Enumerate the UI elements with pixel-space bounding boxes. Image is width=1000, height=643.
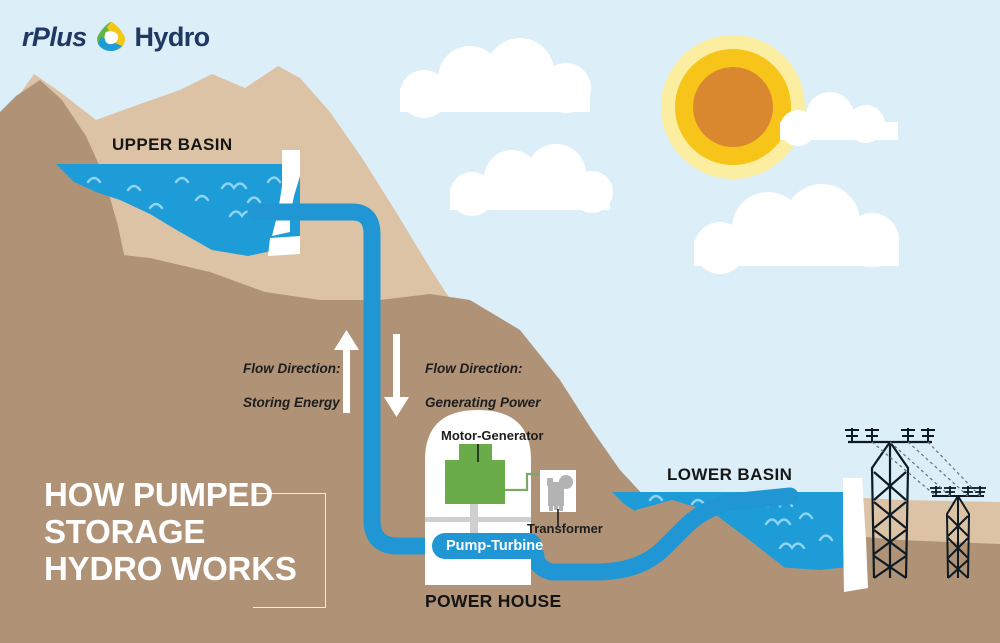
brand-wordmark-right: Hydro <box>134 21 211 52</box>
transmission-tower-small <box>930 486 986 579</box>
lower-basin-dam-wall <box>843 478 868 592</box>
cloud-top <box>400 38 591 118</box>
upper-basin-water <box>56 164 300 256</box>
cloud-middle <box>450 144 613 216</box>
cloud-right-upper <box>780 92 898 146</box>
page-title: HOW PUMPED STORAGE HYDRO WORKS <box>44 476 297 587</box>
brand-logo[interactable]: rPlus Hydro <box>22 20 210 54</box>
title-block: HOW PUMPED STORAGE HYDRO WORKS <box>44 476 334 587</box>
transformer-unit <box>540 470 576 512</box>
flow-arrow-down <box>384 334 409 417</box>
turbine-shaft <box>470 520 478 542</box>
motor-generator-unit <box>445 444 505 520</box>
flow-arrow-up <box>334 330 359 413</box>
sun-icon <box>661 35 805 179</box>
pump-turbine-badge <box>432 533 542 559</box>
penstock-pipe <box>247 203 479 555</box>
upper-basin-dam-base <box>268 236 300 256</box>
lower-basin-shoal <box>620 500 812 592</box>
rplus-triangle-logo-icon <box>96 22 125 51</box>
transmission-tower-large <box>845 428 935 579</box>
brand-wordmark-left: rPlus <box>22 21 87 52</box>
cloud-right-lower <box>694 184 899 274</box>
power-transmission-lines <box>871 441 981 497</box>
